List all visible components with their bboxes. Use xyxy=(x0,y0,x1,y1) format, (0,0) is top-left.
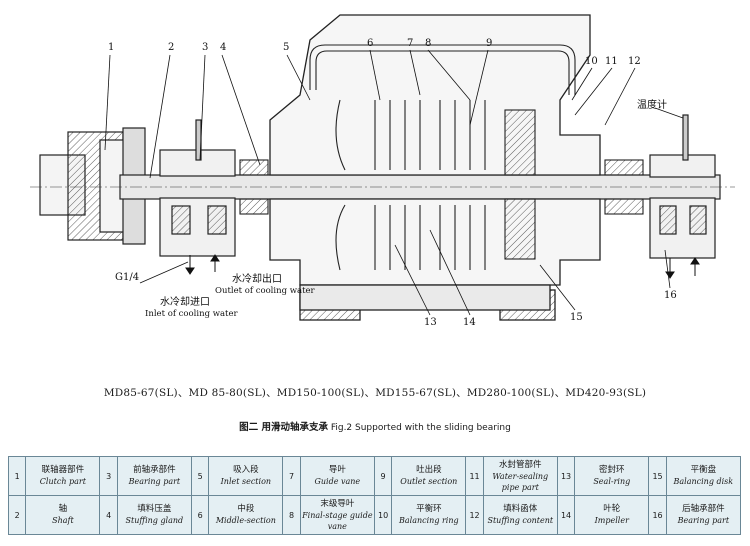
callout-1: 1 xyxy=(108,42,114,53)
cooling-inlet-en: Inlet of cooling water xyxy=(145,309,239,319)
callout-4: 4 xyxy=(220,42,226,53)
part-number: 12 xyxy=(465,495,484,535)
callout-8: 8 xyxy=(425,38,431,49)
part-number: 4 xyxy=(99,495,118,535)
model-list: MD85-67(SL)、MD 85-80(SL)、MD150-100(SL)、M… xyxy=(103,387,647,399)
callout-13: 13 xyxy=(424,317,437,328)
part-number: 3 xyxy=(99,456,118,496)
callout-2: 2 xyxy=(168,42,174,53)
callout-6: 6 xyxy=(367,38,373,49)
thread-spec-label: G1/4 xyxy=(115,272,139,283)
callout-15: 15 xyxy=(570,312,583,323)
callout-16: 16 xyxy=(664,290,677,301)
part-number: 8 xyxy=(282,495,301,535)
part-number: 7 xyxy=(282,456,301,496)
part-number: 5 xyxy=(190,456,210,496)
front-bearing-housing xyxy=(159,119,236,257)
callout-14: 14 xyxy=(463,317,476,328)
caption-en: Fig.2 Supported with the sliding bearing xyxy=(330,423,511,433)
callout-numbers: 1 2 3 4 5 6 7 8 9 10 11 12 13 14 15 16 xyxy=(108,38,677,328)
part-number: 11 xyxy=(465,456,484,496)
drawing-annotations: 温度计 G1/4 水冷却出口 Outlet of cooling water 水… xyxy=(115,98,667,319)
pump-casing xyxy=(269,14,601,321)
caption-cn: 图二 用滑动轴承支承 xyxy=(239,422,328,433)
cooling-inlet-cn: 水冷却进口 xyxy=(160,295,210,308)
part-number: 1 xyxy=(7,456,27,496)
callout-5: 5 xyxy=(283,42,289,53)
callout-12: 12 xyxy=(628,56,641,67)
part-number: 15 xyxy=(648,456,667,496)
pump-cross-section-drawing: 1 2 3 4 5 6 7 8 9 10 11 12 13 14 15 16 温… xyxy=(30,14,735,328)
stuffing-boxes xyxy=(239,159,644,215)
part-number: 6 xyxy=(190,495,210,535)
callout-9: 9 xyxy=(486,38,492,49)
figure-caption: 图二 用滑动轴承支承 Fig.2 Supported with the slid… xyxy=(0,419,750,433)
impeller-stages xyxy=(335,99,536,271)
cooling-outlet-cn: 水冷却出口 xyxy=(232,272,282,285)
cooling-outlet-en: Outlet of cooling water xyxy=(215,286,316,296)
part-number: 13 xyxy=(556,456,576,496)
temperature-gauge-label: 温度计 xyxy=(637,98,667,111)
callout-11: 11 xyxy=(605,56,618,67)
part-number: 16 xyxy=(648,495,667,535)
part-number: 2 xyxy=(7,495,27,535)
callout-3: 3 xyxy=(202,42,208,53)
water-sealing-pipe xyxy=(309,44,576,95)
part-number: 9 xyxy=(373,456,393,496)
part-number: 14 xyxy=(556,495,576,535)
shaft xyxy=(30,174,735,200)
callout-7: 7 xyxy=(407,38,413,49)
callout-10: 10 xyxy=(585,56,598,67)
leader-lines xyxy=(104,49,684,316)
rear-bearing-housing xyxy=(649,114,716,259)
part-number: 10 xyxy=(373,495,393,535)
